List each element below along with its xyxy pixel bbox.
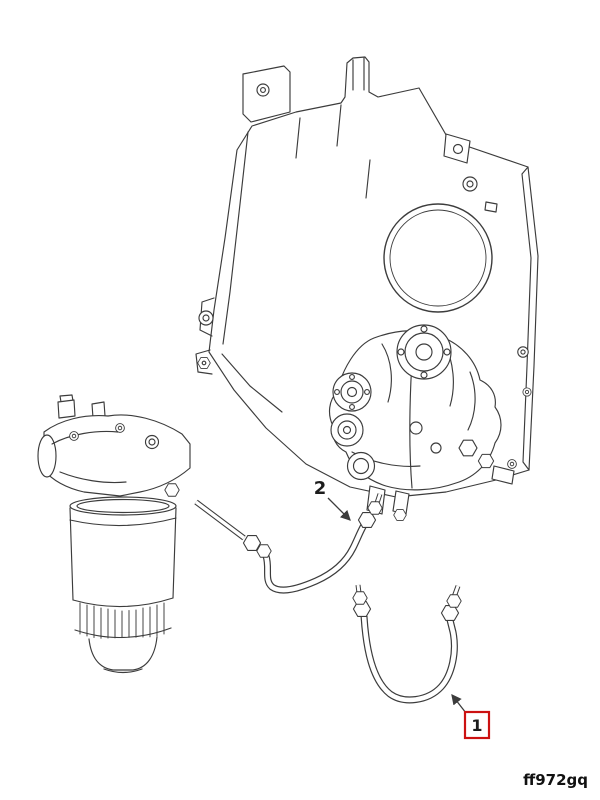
pump-flange <box>346 451 376 481</box>
line2-pump-fitting-hex <box>367 501 383 515</box>
filter-head-endcap <box>37 434 57 478</box>
tube1-stub-core <box>356 584 460 598</box>
pump-body <box>328 330 502 491</box>
line2-pump-fitting-hex <box>357 512 377 528</box>
flywheel-opening <box>383 203 493 313</box>
housing-bolt <box>517 346 529 358</box>
elbow-fitting-hex <box>256 544 272 558</box>
pump-side-port <box>491 465 515 485</box>
filter-ribs <box>79 602 165 642</box>
line1-fitting-hex <box>352 591 368 605</box>
tube1-stub-outline <box>355 584 461 598</box>
flywheel-opening-inner <box>389 209 487 307</box>
housing-bolt <box>507 459 517 469</box>
filter-can-lip <box>69 496 177 516</box>
filter-bottom-rim <box>103 668 143 674</box>
callout-2[interactable]: 2 <box>314 478 351 521</box>
pump-fitting-hex <box>477 453 495 469</box>
pump-fitting-hex <box>458 439 478 457</box>
head-bolt <box>69 431 79 441</box>
head-bolt <box>115 423 125 433</box>
fuel-line-2-drawing <box>194 493 383 594</box>
callout-1-label[interactable]: 1 <box>471 716 482 735</box>
tube2-core <box>263 523 367 593</box>
filter-pipe-core <box>194 500 246 540</box>
callout-1[interactable]: 1 <box>451 693 491 740</box>
figure-code: ff972gq <box>523 771 588 789</box>
filter-rib-band-top <box>72 597 174 608</box>
callout-2-label[interactable]: 2 <box>314 478 327 499</box>
housing-hole <box>462 176 478 192</box>
fuel-line-1-drawing <box>352 584 462 704</box>
housing-bolt <box>522 387 532 397</box>
tube1-core <box>361 615 457 703</box>
callout-1-leader <box>451 693 467 714</box>
line1-fitting-hex <box>440 605 460 621</box>
filter-top-port <box>57 399 76 419</box>
callout-1-highlight-box[interactable] <box>463 710 491 740</box>
pump-flange <box>330 413 364 447</box>
filter-bottom-cup <box>88 636 158 671</box>
filter-outlet-hex <box>164 483 180 497</box>
filter-can-sides <box>69 507 177 601</box>
housing-edge-lines <box>221 57 532 471</box>
port-hex-nut <box>393 509 407 521</box>
injection-pump-drawing <box>328 324 515 521</box>
fuel-filter-drawing <box>37 394 191 674</box>
housing-tab <box>484 201 498 213</box>
ear-bolt-hex <box>197 357 211 369</box>
pump-body-seams <box>351 333 476 489</box>
filter-rib-band-bottom <box>74 627 172 639</box>
pump-flange <box>332 372 372 412</box>
line1-fitting-hex <box>446 594 462 608</box>
filter-head-seams <box>51 430 127 484</box>
callout-2-leader <box>327 497 351 521</box>
left-ear-lower <box>195 349 213 375</box>
